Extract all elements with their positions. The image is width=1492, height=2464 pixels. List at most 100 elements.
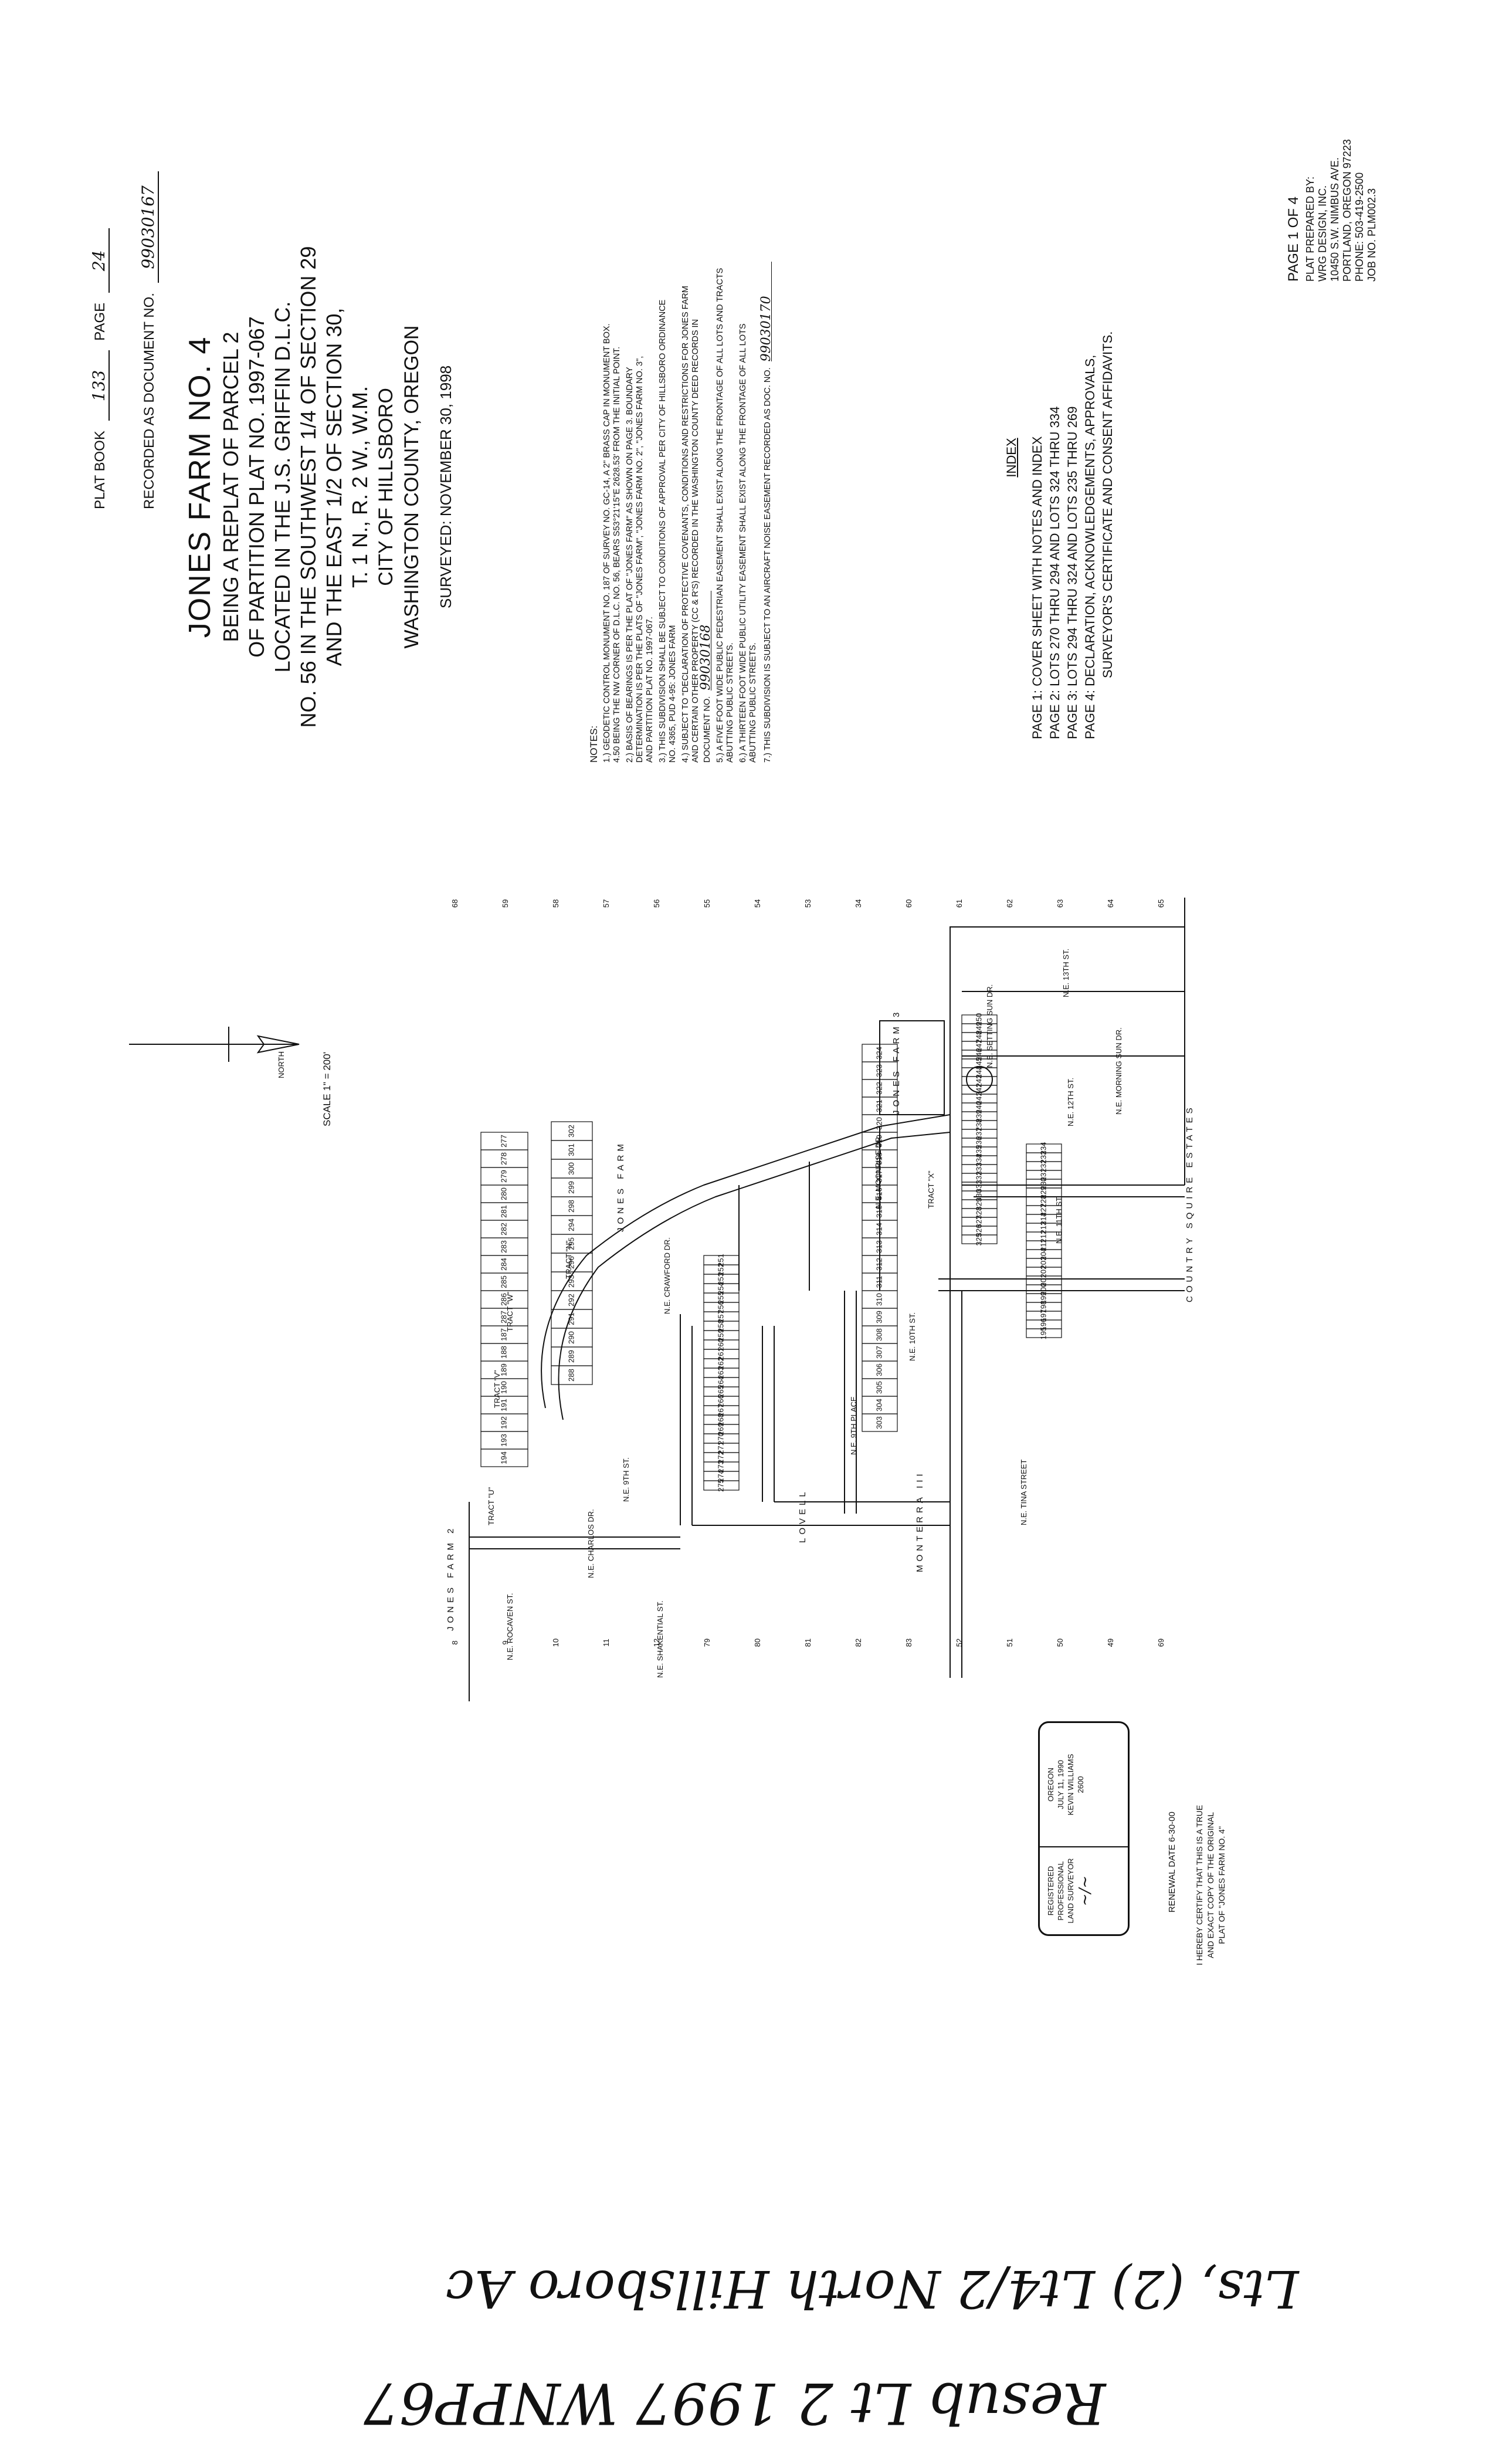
lot-number: 313 [874, 1240, 883, 1253]
surveyor-signature: ~/~ [1076, 1875, 1094, 1907]
lot-number: 245 [974, 1057, 983, 1070]
lot-number: 303 [874, 1416, 883, 1429]
title-line: CITY OF HILLSBORO [375, 388, 397, 586]
lot-number: 240 [974, 1101, 983, 1114]
lot-number: 246 [974, 1048, 983, 1061]
lot-number: 64 [1106, 899, 1115, 908]
lot-number: 187 [499, 1328, 508, 1341]
street-label: N.E. 9TH ST. [622, 1457, 630, 1502]
lot-parcel [1026, 1143, 1062, 1153]
notes-block: NOTES: 1.) GEODETIC CONTROL MONUMENT NO.… [588, 182, 774, 763]
preparer-line: PLAT PREPARED BY: [1304, 176, 1316, 282]
lot-number: 309 [874, 1311, 883, 1324]
lot-number: 264 [716, 1376, 725, 1389]
note-line: NO. 4365, PUD 4-95: JONES FARM [668, 625, 677, 763]
lot-number: 255 [716, 1291, 725, 1304]
stamp-state: OREGON [1046, 1768, 1055, 1802]
lot-number: 193 [499, 1434, 508, 1447]
lot-number: 321 [874, 1099, 883, 1112]
lot-number: 243 [974, 1075, 983, 1088]
lot-number: 34 [854, 899, 863, 908]
lot-number: 258 [716, 1319, 725, 1332]
lot-number: 68 [450, 899, 459, 908]
lot-number: 249 [974, 1022, 983, 1035]
lot-number: 272 [716, 1451, 725, 1464]
lot-number: 332 [974, 1172, 983, 1184]
lot-number: 82 [854, 1639, 863, 1647]
lot-number: 61 [955, 899, 964, 908]
lot-number: 211 [1039, 1239, 1047, 1251]
north-arrow-icon [129, 1027, 300, 1062]
surveyed-date: SURVEYED: NOVEMBER 30, 1998 [437, 365, 455, 609]
preparer-line: 10450 S.W. NIMBUS AVE. [1329, 157, 1341, 282]
preparer-line: PHONE: 503-419-2500 [1354, 172, 1365, 282]
lot-number: 8 [450, 1640, 459, 1644]
title-line: WASHINGTON COUNTY, OREGON [401, 325, 423, 649]
lot-number: 51 [1005, 1639, 1014, 1647]
note-line: 4.) SUBJECT TO "DECLARATION OF PROTECTIV… [681, 286, 690, 763]
lot-number: 212 [1039, 1230, 1047, 1243]
title-block: JONES FARM NO. 4 BEING A REPLAT OF PARCE… [182, 176, 459, 798]
index-line: PAGE 1: COVER SHEET WITH NOTES AND INDEX [1030, 436, 1045, 739]
preparer-line: JOB NO. PLM002.3 [1366, 188, 1378, 282]
note-line: DOCUMENT NO. 99030168 [698, 182, 713, 763]
lot-number: 287 [499, 1311, 508, 1324]
lot-number: 62 [1005, 899, 1014, 908]
note-line: AND PARTITION PLAT NO. 1997-067. [645, 617, 655, 763]
street-label: N.E. 10TH ST. [908, 1312, 917, 1361]
tract-label: TRACT "V" [493, 1370, 501, 1408]
lot-number: 271 [716, 1441, 725, 1454]
lot-number: 278 [499, 1152, 508, 1165]
title-line: T. 1 N., R. 2 W., W.M. [348, 385, 372, 588]
lot-number: 191 [499, 1399, 508, 1412]
lot-number: 194 [499, 1451, 508, 1464]
lot-number: 253 [716, 1272, 725, 1285]
lot-number: 204 [1039, 1248, 1047, 1261]
lot-number: 261 [716, 1348, 725, 1360]
lot-parcel [703, 1255, 740, 1265]
lot-number: 198 [1039, 1301, 1047, 1314]
lot-number: 228 [1039, 1195, 1047, 1208]
lot-number: 195 [1039, 1327, 1047, 1340]
lot-number: 263 [716, 1366, 725, 1379]
lot-number: 270 [716, 1432, 725, 1445]
lot-number: 288 [567, 1369, 575, 1382]
stamp-number: 2600 [1076, 1776, 1085, 1793]
lot-number: 229 [1039, 1186, 1047, 1199]
lot-number: 299 [567, 1181, 575, 1194]
note-line: 5.) A FIVE FOOT WIDE PUBLIC PEDESTRIAN E… [716, 268, 725, 763]
lot-number: 236 [974, 1136, 983, 1149]
note-line: 1.) GEODETIC CONTROL MONUMENT NO. 187 OF… [602, 323, 612, 763]
lot-number: 320 [874, 1117, 883, 1130]
lot-number: 302 [567, 1125, 575, 1138]
lot-number: 284 [499, 1258, 508, 1271]
lot-number: 188 [499, 1346, 508, 1359]
lot-number: 281 [499, 1205, 508, 1218]
lot-number: 230 [1039, 1177, 1047, 1190]
lot-number: 325 [974, 1233, 983, 1246]
scale-label: SCALE 1" = 200' [321, 1052, 333, 1126]
stamp-date: JULY 11, 1990 [1056, 1760, 1065, 1809]
subdivision-label: COUNTRY SQUIRE ESTATES [1185, 1104, 1195, 1302]
title-line: BEING A REPLAT OF PARCEL 2 [219, 331, 243, 642]
street-label: N.E. MORNING SUN DR. [1114, 1027, 1123, 1115]
lot-number: 294 [567, 1219, 575, 1231]
lot-number: 203 [1039, 1257, 1047, 1270]
lot-number: 331 [974, 1180, 983, 1193]
lot-number: 286 [499, 1293, 508, 1306]
lot-number: 49 [1106, 1639, 1115, 1647]
certify-line: AND EXACT COPY OF THE ORIGINAL [1206, 1812, 1215, 1958]
street-label: N.E. SHAKENTIAL ST. [656, 1600, 664, 1678]
street-label: N.E. TINA STREET [1019, 1459, 1028, 1525]
lot-number: 11 [602, 1639, 611, 1647]
street-label: N.E. CRAWFORD DR. [663, 1237, 672, 1314]
lot-number: 54 [753, 899, 762, 908]
lot-number: 323 [874, 1064, 883, 1077]
subdivision-label: JONES FARM [616, 1140, 626, 1232]
lot-number: 329 [974, 1198, 983, 1211]
lot-number: 256 [716, 1301, 725, 1314]
lot-number: 53 [803, 899, 812, 908]
lot-number: 214 [1039, 1213, 1047, 1226]
lot-number: 190 [499, 1381, 508, 1394]
lot-number: 200 [1039, 1283, 1047, 1296]
